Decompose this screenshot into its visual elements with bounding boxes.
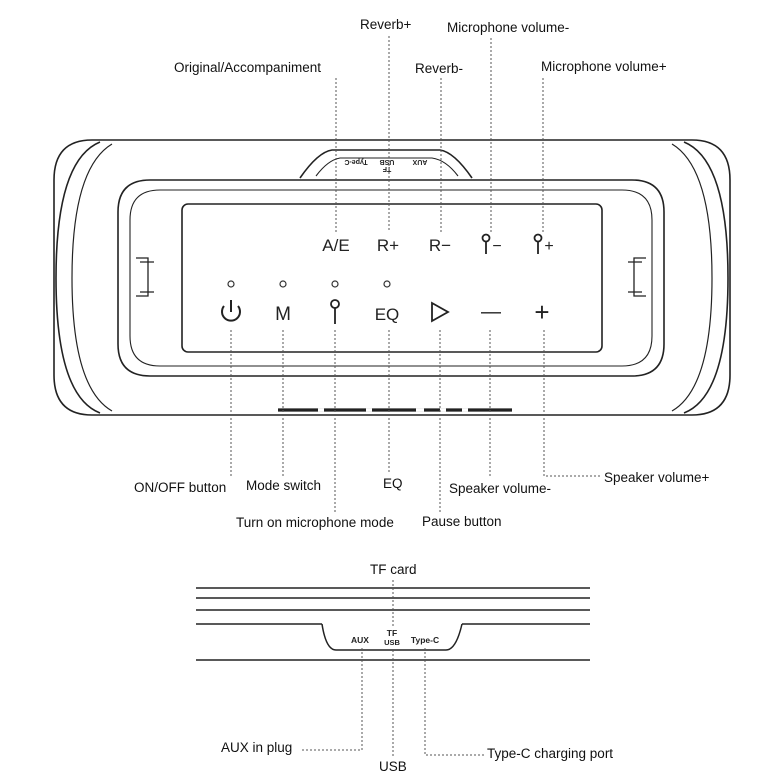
- label-mic-volume-plus: Microphone volume+: [541, 59, 667, 74]
- panel-mic-plus-sign: +: [544, 238, 553, 255]
- top-port-bump: [299, 149, 473, 179]
- led-dot: [383, 280, 391, 288]
- led-dot: [227, 280, 235, 288]
- side-port-bump: [321, 623, 463, 651]
- side-usb-label: USB: [384, 638, 400, 647]
- label-mic-mode: Turn on microphone mode: [236, 515, 394, 530]
- label-mic-volume-minus: Microphone volume-: [447, 20, 570, 35]
- right-end-cap: [683, 141, 729, 414]
- label-tf-card: TF card: [370, 562, 417, 577]
- side-tf-label: TF: [387, 628, 397, 638]
- led-dot: [279, 280, 287, 288]
- label-original-accompaniment: Original/Accompaniment: [174, 60, 322, 75]
- label-aux-plug: AUX in plug: [221, 740, 293, 755]
- panel-plus: +: [534, 297, 549, 327]
- side-aux-label: AUX: [351, 635, 369, 645]
- label-speaker-volume-minus: Speaker volume-: [449, 481, 552, 496]
- control-panel: [181, 203, 603, 353]
- speaker-body: [53, 139, 731, 416]
- panel-r-plus: R+: [377, 236, 399, 255]
- panel-mic-minus-sign: −: [492, 238, 501, 255]
- leader-speaker-plus: [543, 330, 600, 477]
- panel-ae: A/E: [322, 236, 349, 255]
- top-usb-label: USB: [380, 158, 395, 165]
- top-tf-label: TF: [382, 165, 391, 172]
- label-mode-switch: Mode switch: [246, 478, 322, 493]
- inner-frame: [117, 179, 665, 377]
- mic-plus-icon: [533, 233, 543, 254]
- panel-r-minus: R−: [429, 236, 451, 255]
- play-icon: [431, 301, 450, 323]
- power-icon: [221, 300, 241, 322]
- label-eq: EQ: [383, 476, 403, 491]
- label-speaker-volume-plus: Speaker volume+: [604, 470, 710, 485]
- label-typec-port: Type-C charging port: [487, 746, 614, 761]
- panel-eq: EQ: [375, 305, 400, 324]
- left-clip: [136, 257, 154, 297]
- label-reverb-minus: Reverb-: [415, 61, 464, 76]
- panel-m: M: [275, 304, 291, 325]
- mic-minus-icon: [481, 233, 491, 254]
- left-end-cap: [55, 141, 101, 414]
- label-usb: USB: [379, 759, 407, 774]
- panel-minus: —: [481, 301, 501, 323]
- right-clip: [628, 257, 646, 297]
- side-typec-label: Type-C: [411, 635, 439, 645]
- label-reverb-plus: Reverb+: [360, 17, 412, 32]
- leader-typec: [424, 648, 486, 756]
- leader-aux: [300, 648, 363, 751]
- label-on-off: ON/OFF button: [134, 480, 227, 495]
- led-dot: [331, 280, 339, 288]
- microphone-icon: [330, 299, 340, 324]
- top-typec-label: Type-C: [344, 158, 367, 165]
- label-pause: Pause button: [422, 514, 502, 529]
- top-aux-label: AUX: [412, 158, 427, 165]
